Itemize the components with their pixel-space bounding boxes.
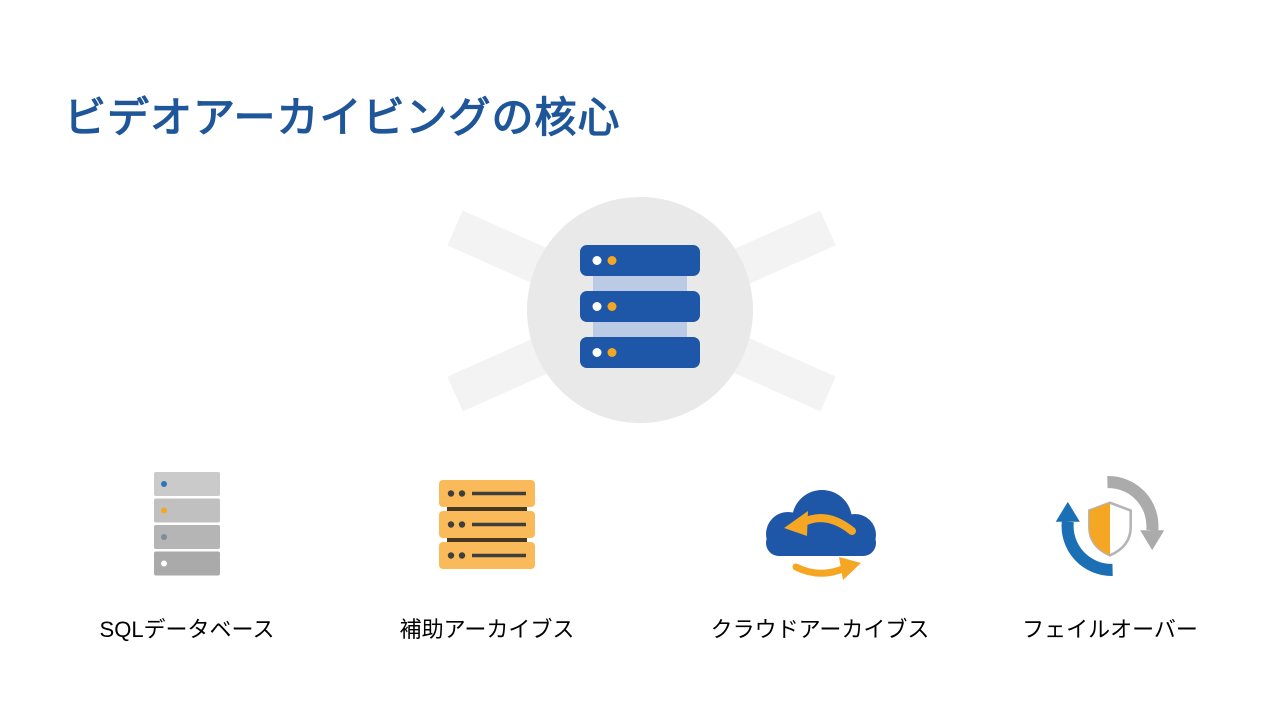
- cloud-archive-icon: [700, 470, 940, 582]
- slide-title: ビデオアーカイビングの核心: [64, 94, 621, 141]
- item-aux-archives: 補助アーカイブス: [367, 470, 607, 644]
- item-cloud-archives: クラウドアーカイブス: [700, 470, 940, 644]
- item-sql-database: SQLデータベース: [67, 470, 307, 644]
- item-failover: フェイルオーバー: [990, 470, 1230, 644]
- item-label: クラウドアーカイブス: [710, 617, 930, 642]
- item-label: 補助アーカイブス: [399, 617, 575, 642]
- archive-stack-icon: [367, 470, 607, 582]
- failover-icon: [990, 470, 1230, 582]
- item-label: フェイルオーバー: [1022, 617, 1198, 642]
- hero-graphic: [425, 190, 855, 430]
- item-label: SQLデータベース: [99, 617, 275, 642]
- server-stack-icon: [447, 197, 836, 423]
- sql-database-icon: [67, 470, 307, 582]
